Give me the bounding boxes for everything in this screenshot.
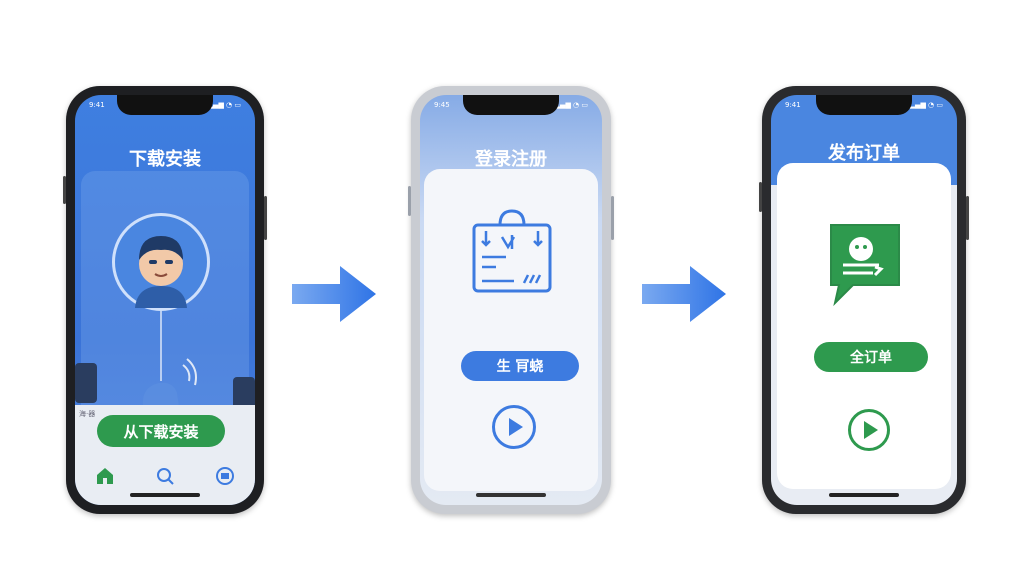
home-indicator bbox=[130, 493, 200, 497]
arrow-right-icon bbox=[292, 266, 376, 322]
play-icon bbox=[509, 418, 523, 436]
status-time: 9:41 bbox=[785, 101, 801, 109]
play-button[interactable] bbox=[492, 405, 536, 449]
volume-button bbox=[759, 182, 762, 212]
page-title: 发布订单 bbox=[828, 143, 900, 164]
home-icon bbox=[97, 468, 113, 484]
power-button bbox=[611, 196, 614, 240]
screen: 9:45 ▂▄▆ ◔ ▭ 登录注册 生 肎蛲 bbox=[420, 95, 602, 505]
power-button bbox=[966, 196, 969, 240]
status-icons: ▂▄▆ ◔ ▭ bbox=[909, 101, 943, 109]
tab-bar bbox=[75, 461, 255, 491]
arrow-right-icon bbox=[642, 266, 726, 322]
connector-line bbox=[160, 311, 162, 381]
volume-button bbox=[408, 186, 411, 216]
notch bbox=[816, 95, 912, 115]
page-title: 下载安装 bbox=[129, 149, 201, 170]
tab-library[interactable] bbox=[210, 461, 240, 491]
screen: 9:41 ▂▄▆ ◔ ▭ 下载安装 海·器 从下载安装 bbox=[75, 95, 255, 505]
status-bar: 9:41 ▂▄▆ ◔ ▭ bbox=[785, 101, 943, 113]
status-icons: ▂▄▆ ◔ ▭ bbox=[554, 101, 588, 109]
side-thumbnail bbox=[75, 363, 97, 403]
phone-step-post-order: 9:41 ▂▄▆ ◔ ▭ 发布订单 全订单 bbox=[759, 86, 969, 514]
notch bbox=[463, 95, 559, 115]
phone-step-login: 9:45 ▂▄▆ ◔ ▭ 登录注册 生 肎蛲 bbox=[408, 86, 614, 514]
volume-button bbox=[63, 176, 66, 204]
power-button bbox=[264, 196, 267, 240]
play-icon bbox=[864, 421, 878, 439]
book-icon bbox=[216, 467, 234, 485]
status-bar: 9:45 ▂▄▆ ◔ ▭ bbox=[434, 101, 588, 113]
side-label: 海·器 bbox=[79, 410, 96, 418]
hand-tap-icon bbox=[142, 358, 197, 407]
download-install-button[interactable]: 从下载安装 bbox=[97, 415, 225, 447]
status-time: 9:45 bbox=[434, 101, 450, 109]
avatar bbox=[112, 213, 210, 311]
shopping-bag-icon bbox=[472, 209, 552, 293]
home-indicator bbox=[476, 493, 546, 497]
all-orders-button[interactable]: 全订单 bbox=[814, 342, 928, 372]
search-icon bbox=[157, 468, 174, 485]
status-time: 9:41 bbox=[89, 101, 105, 109]
play-button[interactable] bbox=[848, 409, 890, 451]
status-bar: 9:41 ▂▄▆ ◔ ▭ bbox=[89, 101, 241, 113]
person-icon bbox=[135, 236, 187, 308]
page-title: 登录注册 bbox=[475, 149, 547, 170]
register-button[interactable]: 生 肎蛲 bbox=[461, 351, 579, 381]
chat-bubble-icon bbox=[830, 224, 900, 307]
tab-home[interactable] bbox=[90, 461, 120, 491]
status-icons: ▂▄▆ ◔ ▭ bbox=[207, 101, 241, 109]
phone-step-download: 9:41 ▂▄▆ ◔ ▭ 下载安装 海·器 从下载安装 bbox=[63, 86, 267, 514]
tab-search[interactable] bbox=[150, 461, 180, 491]
home-indicator bbox=[829, 493, 899, 497]
screen: 9:41 ▂▄▆ ◔ ▭ 发布订单 全订单 bbox=[771, 95, 957, 505]
notch bbox=[117, 95, 213, 115]
